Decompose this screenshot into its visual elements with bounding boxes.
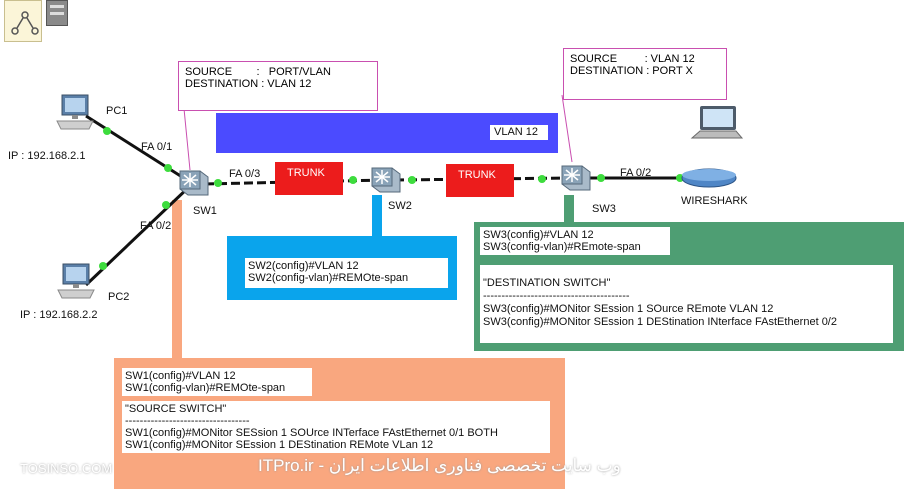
pc-icon <box>57 263 95 299</box>
watermark-left: TOSINSO.COM <box>20 461 113 476</box>
sw3[interactable] <box>558 160 594 194</box>
link-dot <box>162 201 170 209</box>
port-label-sw1-fa01: FA 0/1 <box>141 141 173 153</box>
switch-icon <box>561 165 591 191</box>
pc1-label: PC1 <box>106 105 128 117</box>
topology-tool-icon[interactable] <box>4 0 42 42</box>
sw1-config-source: "SOURCE SWITCH"-------------------------… <box>122 401 550 453</box>
sw2-label: SW2 <box>388 200 412 212</box>
link-dot <box>597 174 605 182</box>
sw2-vertical-bar <box>372 195 382 237</box>
link-dot <box>214 179 222 187</box>
pc2-ip: IP : 192.168.2.2 <box>20 309 98 321</box>
link-dot <box>99 262 107 270</box>
link-dot <box>408 176 416 184</box>
vlan-bar-label: VLAN 12 <box>490 125 548 140</box>
router-icon <box>681 168 737 188</box>
pc-icon <box>56 94 94 130</box>
port-label-sw3-fa02: FA 0/2 <box>620 167 652 179</box>
sw3-label: SW3 <box>592 203 616 215</box>
port-label-sw1-fa03: FA 0/3 <box>229 168 261 180</box>
sw3-config-destination: "DESTINATION SWITCH"--------------------… <box>480 265 893 343</box>
wireshark-laptop[interactable] <box>686 104 746 144</box>
wireshark-label: WIRESHARK <box>681 195 748 207</box>
link-dot <box>349 176 357 184</box>
link-dot <box>164 164 172 172</box>
laptop-icon <box>690 106 744 139</box>
sw1[interactable] <box>176 165 212 199</box>
pc2[interactable] <box>56 262 96 302</box>
wireshark-router[interactable] <box>680 166 738 190</box>
server-icon <box>46 0 68 26</box>
switch-icon <box>371 167 401 193</box>
sw1-vertical-bar <box>172 200 182 360</box>
sw3-vertical-bar <box>564 195 574 223</box>
port-label-sw1-fa02: FA 0/2 <box>140 220 172 232</box>
trunk-label-1: TRUNK <box>275 162 343 195</box>
link-dot <box>103 127 111 135</box>
link-dot <box>538 175 546 183</box>
sw1-label: SW1 <box>193 205 217 217</box>
pc2-label: PC2 <box>108 291 130 303</box>
pc1[interactable] <box>55 93 95 133</box>
sw2[interactable] <box>368 162 404 196</box>
trunk-label-2: TRUNK <box>446 164 514 197</box>
switch-icon <box>179 170 209 196</box>
watermark-right: وب سایت تخصصی فناوری اطلاعات ایران - ITP… <box>258 456 621 475</box>
pc1-ip: IP : 192.168.2.1 <box>8 150 86 162</box>
link-dot <box>676 174 684 182</box>
